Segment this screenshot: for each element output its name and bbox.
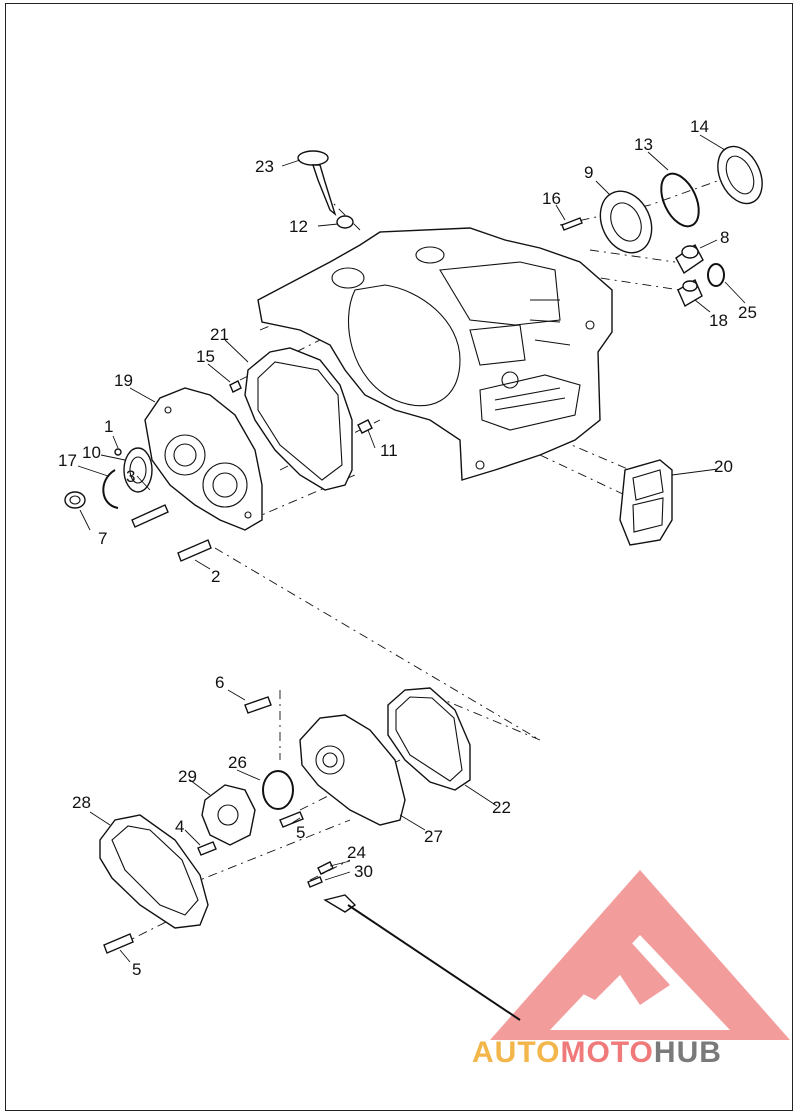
callout-2: 2 (211, 567, 220, 586)
part-14-seal (717, 145, 763, 205)
callout-28: 28 (72, 793, 91, 812)
part-5-bolt-upper (279, 811, 304, 828)
callout-5-upper: 5 (296, 823, 305, 842)
shift-rod (323, 894, 521, 1021)
part-12-oring (336, 215, 354, 229)
callout-10: 10 (82, 443, 101, 462)
callout-20: 20 (714, 457, 733, 476)
callout-29: 29 (178, 767, 197, 786)
watermark-hub: HUB (653, 1036, 722, 1069)
part-5-bolt-lower (103, 933, 134, 954)
part-26-oring (262, 770, 294, 810)
callout-leaders (77, 134, 746, 963)
callout-22: 22 (492, 798, 511, 817)
part-28-cover (99, 814, 209, 929)
callout-23: 23 (255, 157, 274, 176)
part-25-seal (707, 263, 725, 287)
part-30 (307, 876, 323, 888)
callout-1: 1 (104, 417, 113, 436)
part-19-bearing-housing (144, 387, 263, 531)
transmission-case (257, 227, 613, 481)
callout-25: 25 (738, 303, 757, 322)
callout-11: 11 (380, 441, 398, 460)
callout-3: 3 (126, 467, 135, 486)
callout-13: 13 (634, 135, 653, 154)
part-6-bolt (244, 696, 272, 714)
watermark-text: AUTOMOTOHUB (472, 1036, 722, 1070)
part-16-dowel (561, 217, 583, 231)
callout-26: 26 (228, 753, 247, 772)
part-8-needle-bearing (675, 243, 704, 275)
callout-14: 14 (690, 117, 709, 136)
watermark-auto: AUTO (472, 1036, 561, 1069)
part-27-cover (299, 714, 406, 826)
part-9-bearing (599, 190, 653, 254)
part-29-actuator-cover (201, 784, 256, 846)
part-11-dowel (357, 419, 373, 434)
part-7-nut (64, 491, 86, 509)
part-2-bolt (177, 539, 212, 562)
callout-8: 8 (720, 228, 729, 247)
callout-5-lower: 5 (132, 960, 141, 979)
callout-7: 7 (98, 529, 107, 548)
callout-16: 16 (542, 189, 561, 208)
callout-19: 19 (114, 371, 133, 390)
callout-27: 27 (424, 827, 443, 846)
part-17-snap-ring (102, 469, 119, 509)
callout-30: 30 (354, 862, 373, 881)
diagram-border (5, 3, 793, 1111)
part-18-bushing (677, 278, 703, 308)
callout-4: 4 (175, 817, 184, 836)
callout-6: 6 (215, 673, 224, 692)
part-23-vent (297, 150, 337, 216)
part-4-bolt (197, 841, 217, 856)
callout-labels: 1 2 3 4 5 5 6 7 8 9 10 11 12 13 14 15 16… (58, 117, 757, 979)
watermark-logo (490, 870, 790, 1040)
part-1 (114, 448, 122, 456)
callout-21: 21 (210, 325, 229, 344)
part-24 (317, 861, 334, 875)
callout-9: 9 (584, 163, 593, 182)
part-20-gasket (619, 459, 673, 546)
callout-18: 18 (709, 311, 728, 330)
part-15-dowel (229, 380, 242, 393)
callout-17: 17 (58, 451, 77, 470)
part-13-retaining-ring (660, 172, 700, 228)
part-21-gasket (244, 347, 353, 491)
part-10-bearing (123, 447, 153, 493)
part-3-bolt (131, 504, 169, 528)
watermark-moto: MOTO (560, 1036, 654, 1069)
callout-12: 12 (289, 217, 308, 236)
callout-24: 24 (347, 843, 366, 862)
callout-15: 15 (196, 347, 215, 366)
